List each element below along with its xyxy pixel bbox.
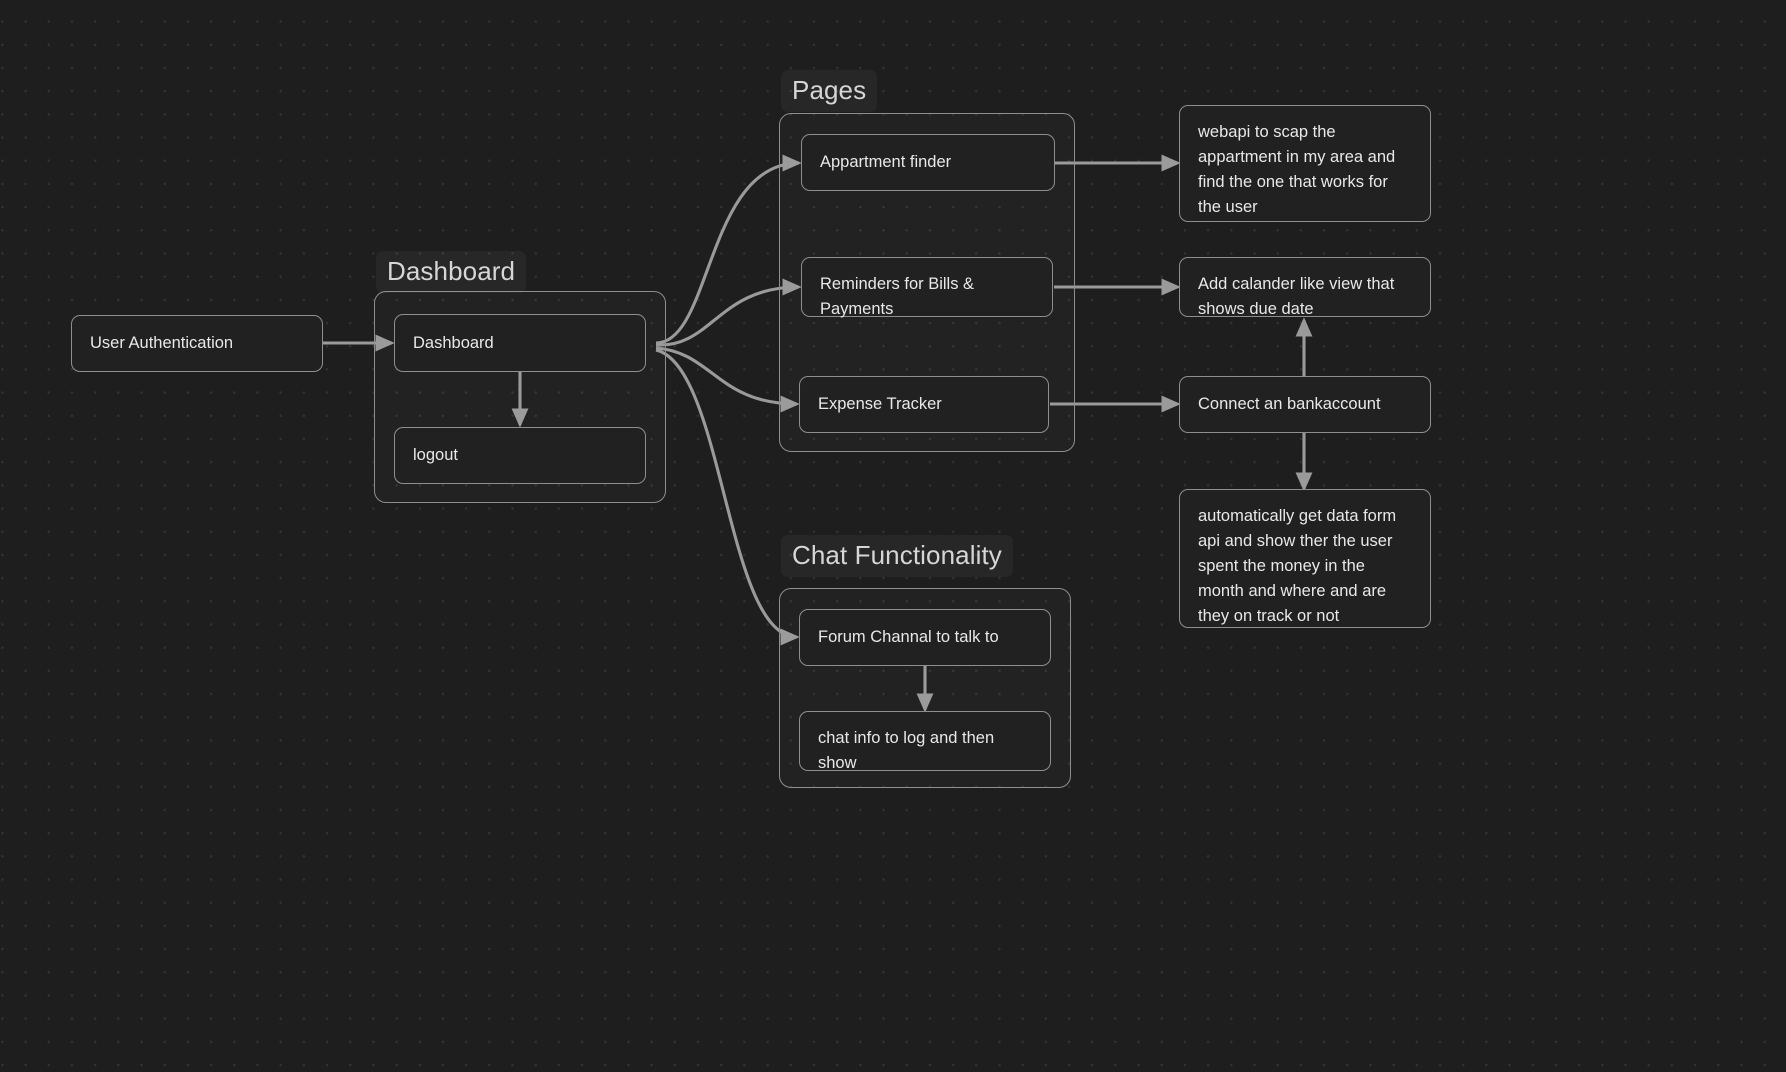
- node-appartment-finder-label: Appartment finder: [820, 153, 952, 171]
- node-auto-data-note-label: automatically get data form api and show…: [1198, 507, 1397, 625]
- node-chat-info-label: chat info to log and then show: [818, 729, 995, 772]
- node-forum-channel[interactable]: Forum Channal to talk to: [799, 609, 1051, 666]
- node-logout[interactable]: logout: [394, 427, 646, 484]
- edge-dashboard-appartment-finder: [655, 154, 802, 345]
- edge-dashboard-forum-channel: [655, 348, 800, 646]
- node-calander-note-label: Add calander like view that shows due da…: [1198, 275, 1395, 318]
- node-dashboard-label: Dashboard: [413, 333, 494, 352]
- node-webapi-note-label: webapi to scap the appartment in my area…: [1198, 123, 1396, 216]
- node-expense-tracker[interactable]: Expense Tracker: [799, 376, 1049, 433]
- group-chat-functionality[interactable]: [779, 588, 1071, 788]
- node-appartment-finder[interactable]: Appartment finder: [801, 134, 1055, 191]
- group-dashboard-label: Dashboard: [376, 251, 527, 293]
- group-chat-functionality-label: Chat Functionality: [781, 535, 1013, 577]
- node-bankaccount-note-label: Connect an bankaccount: [1198, 395, 1381, 413]
- node-chat-info[interactable]: chat info to log and then show: [799, 711, 1051, 772]
- group-pages-label: Pages: [781, 70, 878, 112]
- node-user-authentication[interactable]: User Authentication: [71, 315, 323, 372]
- edge-dashboard-expense-tracker: [655, 346, 800, 413]
- node-bankaccount-note[interactable]: Connect an bankaccount: [1179, 376, 1431, 433]
- node-user-authentication-label: User Authentication: [90, 334, 234, 352]
- node-reminders-for-bills-and-payments[interactable]: Reminders for Bills & Payments: [801, 257, 1053, 318]
- node-calander-note[interactable]: Add calander like view that shows due da…: [1179, 257, 1431, 318]
- node-reminders-label: Reminders for Bills & Payments: [820, 275, 975, 318]
- node-dashboard[interactable]: Dashboard: [394, 314, 646, 372]
- node-expense-tracker-label: Expense Tracker: [818, 395, 942, 413]
- edge-dashboard-reminders: [655, 278, 802, 347]
- node-logout-label: logout: [413, 446, 458, 464]
- node-auto-data-note[interactable]: automatically get data form api and show…: [1179, 489, 1431, 628]
- node-forum-channel-label: Forum Channal to talk to: [818, 628, 999, 646]
- node-webapi-note[interactable]: webapi to scap the appartment in my area…: [1179, 105, 1431, 222]
